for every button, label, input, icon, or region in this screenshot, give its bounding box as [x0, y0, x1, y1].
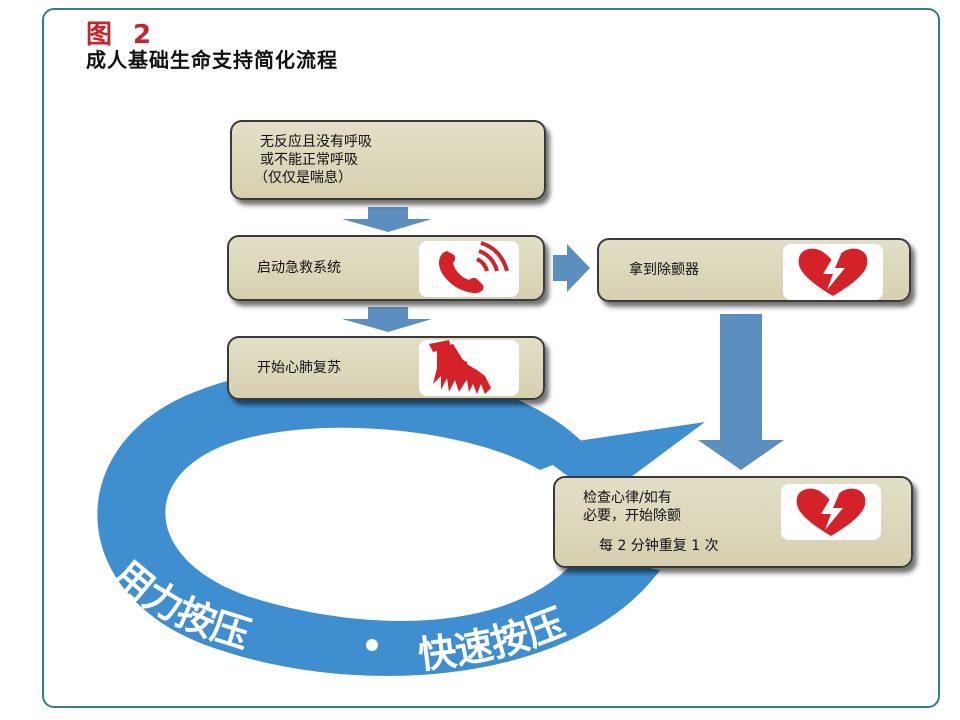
node-start-cpr-label: 开始心肺复苏: [257, 360, 341, 376]
arrow-down-aed: [698, 314, 784, 470]
node-check-rhythm-line3: 每 2 分钟重复 1 次: [599, 538, 719, 554]
arrow-right-1: [553, 244, 590, 292]
node-get-aed: 拿到除颤器: [597, 238, 911, 302]
arrow-down-2: [342, 307, 432, 332]
node-activate-ems: 启动急救系统: [227, 235, 545, 301]
node-check-rhythm: 检查心律/如有 必要，开始除颤 每 2 分钟重复 1 次: [553, 476, 913, 568]
node-unresponsive-line2: 或不能正常呼吸: [260, 152, 358, 168]
aed-heart-icon: [783, 244, 883, 300]
figure-label: 图 2: [86, 20, 158, 50]
arrow-down-1: [342, 207, 432, 232]
cycle-arrow-ring: [97, 365, 661, 676]
cycle-separator-dot: [366, 639, 378, 651]
hands-compression-icon: [419, 340, 519, 396]
aed-heart-icon: [781, 484, 881, 540]
node-unresponsive: 无反应且没有呼吸 或不能正常呼吸 （仅仅是喘息）: [230, 120, 546, 200]
node-check-rhythm-line1: 检查心律/如有: [583, 490, 672, 506]
node-get-aed-label: 拿到除颤器: [629, 262, 699, 278]
phone-icon: [419, 241, 519, 297]
node-unresponsive-line1: 无反应且没有呼吸: [260, 134, 372, 150]
node-unresponsive-line3: （仅仅是喘息）: [254, 170, 352, 186]
figure-title: 成人基础生命支持简化流程: [86, 48, 338, 72]
node-start-cpr: 开始心肺复苏: [227, 336, 545, 400]
node-activate-ems-label: 启动急救系统: [257, 260, 341, 276]
node-check-rhythm-line2: 必要，开始除颤: [583, 508, 681, 524]
